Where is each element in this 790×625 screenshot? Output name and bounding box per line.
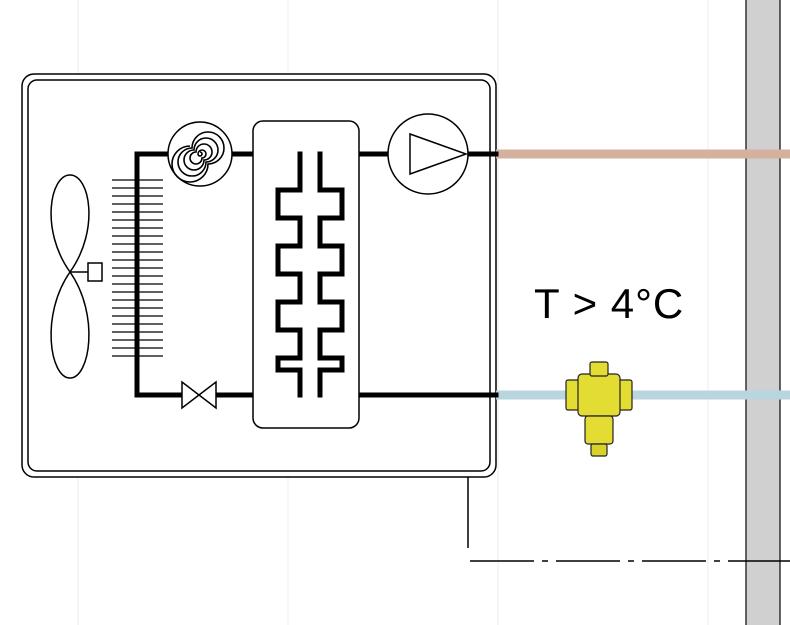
fan-icon	[50, 174, 103, 379]
ground-line	[467, 477, 790, 562]
circulation-pump-icon	[387, 113, 469, 195]
compressor-scroll-icon	[167, 121, 233, 187]
plate-heat-exchanger-icon	[252, 120, 360, 429]
building-wall	[745, 0, 781, 625]
expansion-valve-icon	[181, 380, 217, 410]
temperature-label: T > 4°C	[534, 280, 685, 327]
antifreeze-valve-icon	[565, 361, 633, 457]
